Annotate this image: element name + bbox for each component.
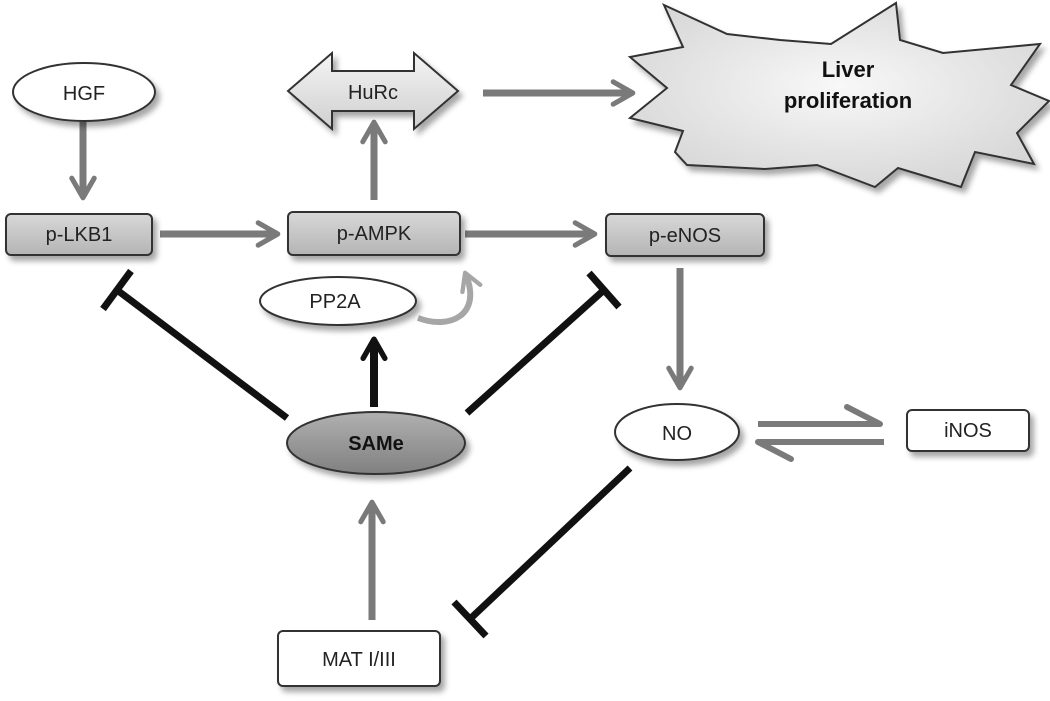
node-hurc-label: HuRc — [348, 82, 398, 104]
node-pampk: p-AMPK — [287, 211, 461, 256]
node-plkb1: p-LKB1 — [5, 213, 153, 256]
node-mat-label: MAT I/III — [322, 649, 396, 671]
inhibit-same-penos — [464, 270, 622, 416]
node-penos: p-eNOS — [605, 213, 765, 257]
node-hgf-label: HGF — [63, 83, 105, 105]
inhibit-same-plkb1 — [100, 268, 290, 421]
node-no-label: NO — [662, 423, 692, 445]
node-plkb1-label: p-LKB1 — [46, 224, 113, 246]
node-mat: MAT I/III — [277, 630, 441, 687]
node-pp2a-label: PP2A — [309, 291, 361, 313]
node-pampk-label: p-AMPK — [337, 223, 412, 245]
node-inos: iNOS — [906, 409, 1030, 452]
node-same: SAMe — [286, 411, 466, 475]
inhibition-lines — [100, 268, 633, 639]
node-hurc: HuRc — [286, 50, 460, 132]
node-pp2a: PP2A — [259, 276, 417, 326]
node-penos-label: p-eNOS — [649, 225, 721, 247]
node-no: NO — [614, 403, 740, 461]
activation-arrows — [69, 79, 694, 620]
node-liver-proliferation: Liver proliferation — [627, 1, 1050, 189]
no-inos-equilibrium — [755, 404, 884, 462]
node-same-label: SAMe — [348, 433, 404, 455]
starburst-shape — [627, 1, 1050, 189]
liver-label-line1: Liver — [822, 57, 875, 82]
node-hgf: HGF — [12, 62, 156, 122]
node-inos-label: iNOS — [944, 420, 992, 442]
inhibit-no-mat — [451, 465, 633, 639]
liver-label-line2: proliferation — [784, 88, 912, 113]
arrow-pp2a-to-pampk — [416, 270, 483, 325]
